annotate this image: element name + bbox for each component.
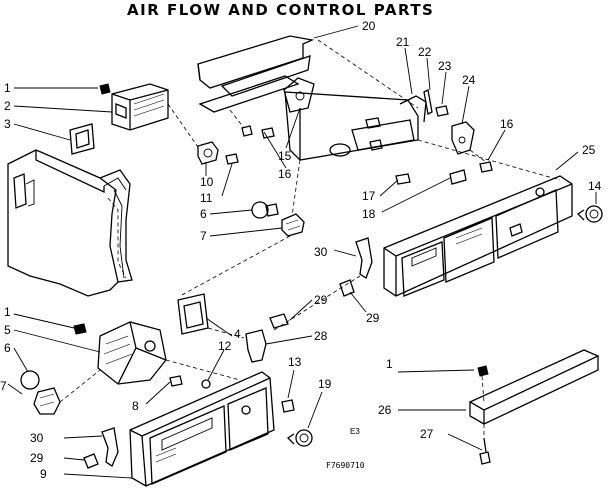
callout-6-top: 6 [200, 207, 207, 221]
callout-28: 28 [314, 329, 328, 343]
lamp-socket-part-7-bottom [33, 387, 61, 415]
callout-17: 17 [362, 189, 376, 203]
callout-labels: 20 21 22 23 24 16 25 14 15 16 17 18 1 2 … [0, 19, 602, 481]
callout-22: 22 [418, 45, 432, 59]
callout-29-right: 29 [366, 311, 380, 325]
screw-part-1-bottom [477, 365, 489, 377]
knob-part-14 [576, 205, 603, 223]
callout-16-mid: 16 [278, 167, 292, 181]
callout-20: 20 [362, 19, 376, 33]
callout-3: 3 [4, 117, 11, 131]
callout-7-bottom: 7 [0, 379, 7, 393]
figure-code: F7690710 [326, 461, 365, 470]
leader-lines [7, 25, 597, 479]
callout-24: 24 [462, 73, 476, 87]
callout-12: 12 [218, 339, 232, 353]
assembly-lines [59, 39, 561, 438]
callout-4: 4 [234, 327, 241, 341]
bracket-part-30-right [339, 237, 373, 297]
diagram-title: AIR FLOW AND CONTROL PARTS [127, 1, 434, 19]
callout-1-top: 1 [4, 81, 11, 95]
callout-30-right: 30 [314, 245, 328, 259]
callout-1-mid: 1 [4, 305, 11, 319]
screw-part-27 [479, 437, 491, 465]
callout-29-left: 29 [314, 293, 328, 307]
callout-18: 18 [362, 207, 376, 221]
callout-16-top: 16 [500, 117, 514, 131]
callout-14: 14 [588, 179, 602, 193]
shaft-parts-10-11 [197, 141, 239, 165]
callout-11: 11 [200, 191, 213, 205]
trim-strip-part-26 [468, 349, 600, 425]
callout-9: 9 [40, 467, 47, 481]
mark-e3: E3 [350, 427, 360, 436]
callout-7-top: 7 [200, 229, 207, 243]
callout-27: 27 [420, 427, 434, 441]
screw-part-1-mid [73, 323, 87, 335]
callout-30-lower: 30 [30, 431, 44, 445]
gasket-part-3 [69, 123, 95, 155]
cover-plate-part-20 [197, 35, 315, 113]
callout-26: 26 [378, 403, 392, 417]
callout-23: 23 [438, 59, 452, 73]
screw-part-1-top [99, 83, 111, 95]
small-parts-12-8 [169, 375, 211, 389]
control-panel-lower [129, 371, 275, 487]
callout-5: 5 [4, 323, 11, 337]
callout-19: 19 [318, 377, 332, 391]
bracket-part-30-lower [83, 427, 119, 469]
air-duct-liner [7, 149, 133, 297]
gasket-part-4 [177, 293, 209, 335]
lamp-part-6-bottom [20, 370, 40, 390]
callout-25: 25 [582, 143, 596, 157]
control-housing-bracket [283, 77, 427, 161]
callout-8: 8 [132, 399, 139, 413]
callout-21: 21 [396, 35, 410, 49]
callout-2: 2 [4, 99, 11, 113]
callout-15: 15 [278, 149, 292, 163]
callout-6-bottom: 6 [4, 341, 11, 355]
clip-part-13 [281, 399, 295, 413]
thermostat-housing-part-5 [97, 321, 167, 385]
callout-29-lower: 29 [30, 451, 44, 465]
callout-1-bottom: 1 [386, 357, 393, 371]
callout-13: 13 [288, 355, 302, 369]
knob-part-19 [286, 429, 313, 447]
bracket-part-28 [245, 313, 289, 363]
lamp-socket-part-7-top [281, 213, 305, 237]
thermostat-part-2 [111, 83, 169, 131]
control-panel-part-25 [383, 175, 573, 297]
callout-10: 10 [200, 175, 214, 189]
lamp-part-6-top [251, 201, 279, 219]
